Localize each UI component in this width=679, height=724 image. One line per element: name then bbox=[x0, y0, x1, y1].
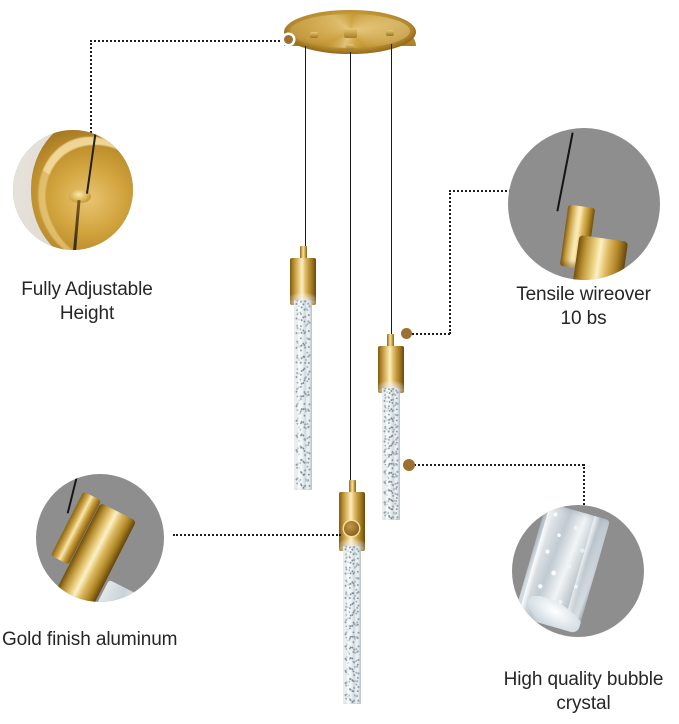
ceiling-canopy-plate bbox=[284, 2, 416, 58]
crystal-highlight bbox=[297, 300, 301, 490]
callout-caption-gold-finish-aluminum: Gold finish aluminum bbox=[2, 629, 178, 650]
bubble-texture bbox=[294, 300, 312, 490]
pendant-center-ring-detail bbox=[344, 521, 359, 536]
suspension-wire-left bbox=[305, 46, 306, 252]
suspension-wire-right bbox=[391, 44, 392, 334]
canopy-hub bbox=[344, 28, 357, 38]
canopy-rim bbox=[284, 16, 416, 46]
callout-image-fully-adjustable-height bbox=[13, 130, 133, 250]
leader-bubble-crystal-segment-v bbox=[583, 464, 585, 512]
pendant-center-neck bbox=[349, 480, 356, 494]
leader-tensile-segment-h2 bbox=[449, 190, 531, 192]
leader-adjustable-height-segment-h bbox=[90, 40, 288, 42]
pendant-right-cap bbox=[378, 346, 404, 393]
tensile-wire-closeup bbox=[556, 132, 575, 212]
crystal-highlight bbox=[385, 388, 389, 520]
anchor-dot-bubble-crystal bbox=[403, 459, 415, 471]
canopy-sheen bbox=[290, 14, 410, 48]
leader-adjustable-height-segment-v bbox=[90, 40, 92, 140]
leader-gold-finish-segment-h bbox=[173, 534, 341, 536]
pendant-center-glow bbox=[335, 538, 369, 556]
callout-image-tensile-wireover bbox=[508, 128, 660, 280]
callout-image-high-quality-bubble-crystal bbox=[512, 505, 644, 637]
pendant-right-neck bbox=[387, 334, 394, 348]
pendant-left-crystal-tube bbox=[294, 300, 312, 490]
bubble-texture bbox=[343, 546, 361, 704]
pendant-right-crystal-tube bbox=[382, 388, 400, 520]
leader-tensile-segment-v bbox=[449, 190, 451, 334]
bubble-texture bbox=[382, 388, 400, 520]
anchor-dot-adjustable-height bbox=[284, 35, 293, 44]
lamp-head-lower-body bbox=[568, 234, 629, 280]
canopy-disc bbox=[284, 10, 416, 54]
leader-bubble-crystal-segment-h bbox=[414, 464, 584, 466]
callout-caption-fully-adjustable-height: Fully Adjustable Height bbox=[21, 279, 153, 324]
bubble-crystal-closeup bbox=[514, 505, 610, 634]
pendant-center-cap bbox=[339, 492, 365, 551]
canopy-outlet-2 bbox=[346, 44, 354, 50]
callout-caption-high-quality-bubble-crystal: High quality bubble crystal bbox=[503, 669, 664, 714]
pendant-center-crystal-tube bbox=[343, 546, 361, 704]
canopy-outlet-3 bbox=[386, 30, 394, 36]
adjustment-knob bbox=[69, 190, 91, 203]
pendant-right-glow bbox=[374, 380, 408, 398]
crystal-highlight-2 bbox=[306, 300, 308, 490]
callout-image-gold-finish-aluminum bbox=[36, 474, 164, 602]
canopy-outlet-1 bbox=[310, 32, 318, 38]
callout-caption-tensile-wireover: Tensile wireover 10 bs bbox=[516, 284, 651, 329]
anchor-dot-tensile-wireover bbox=[401, 328, 412, 339]
pendant-left-cap bbox=[290, 258, 316, 305]
suspension-wire-middle bbox=[350, 52, 351, 484]
crystal-highlight-2 bbox=[394, 388, 396, 520]
pendant-left-glow bbox=[286, 292, 320, 310]
leader-tensile-segment-h1 bbox=[412, 333, 450, 335]
crystal-highlight-2 bbox=[355, 546, 357, 704]
crystal-highlight bbox=[346, 546, 350, 704]
pendant-left-neck bbox=[300, 246, 307, 260]
bubble-texture bbox=[109, 580, 142, 597]
